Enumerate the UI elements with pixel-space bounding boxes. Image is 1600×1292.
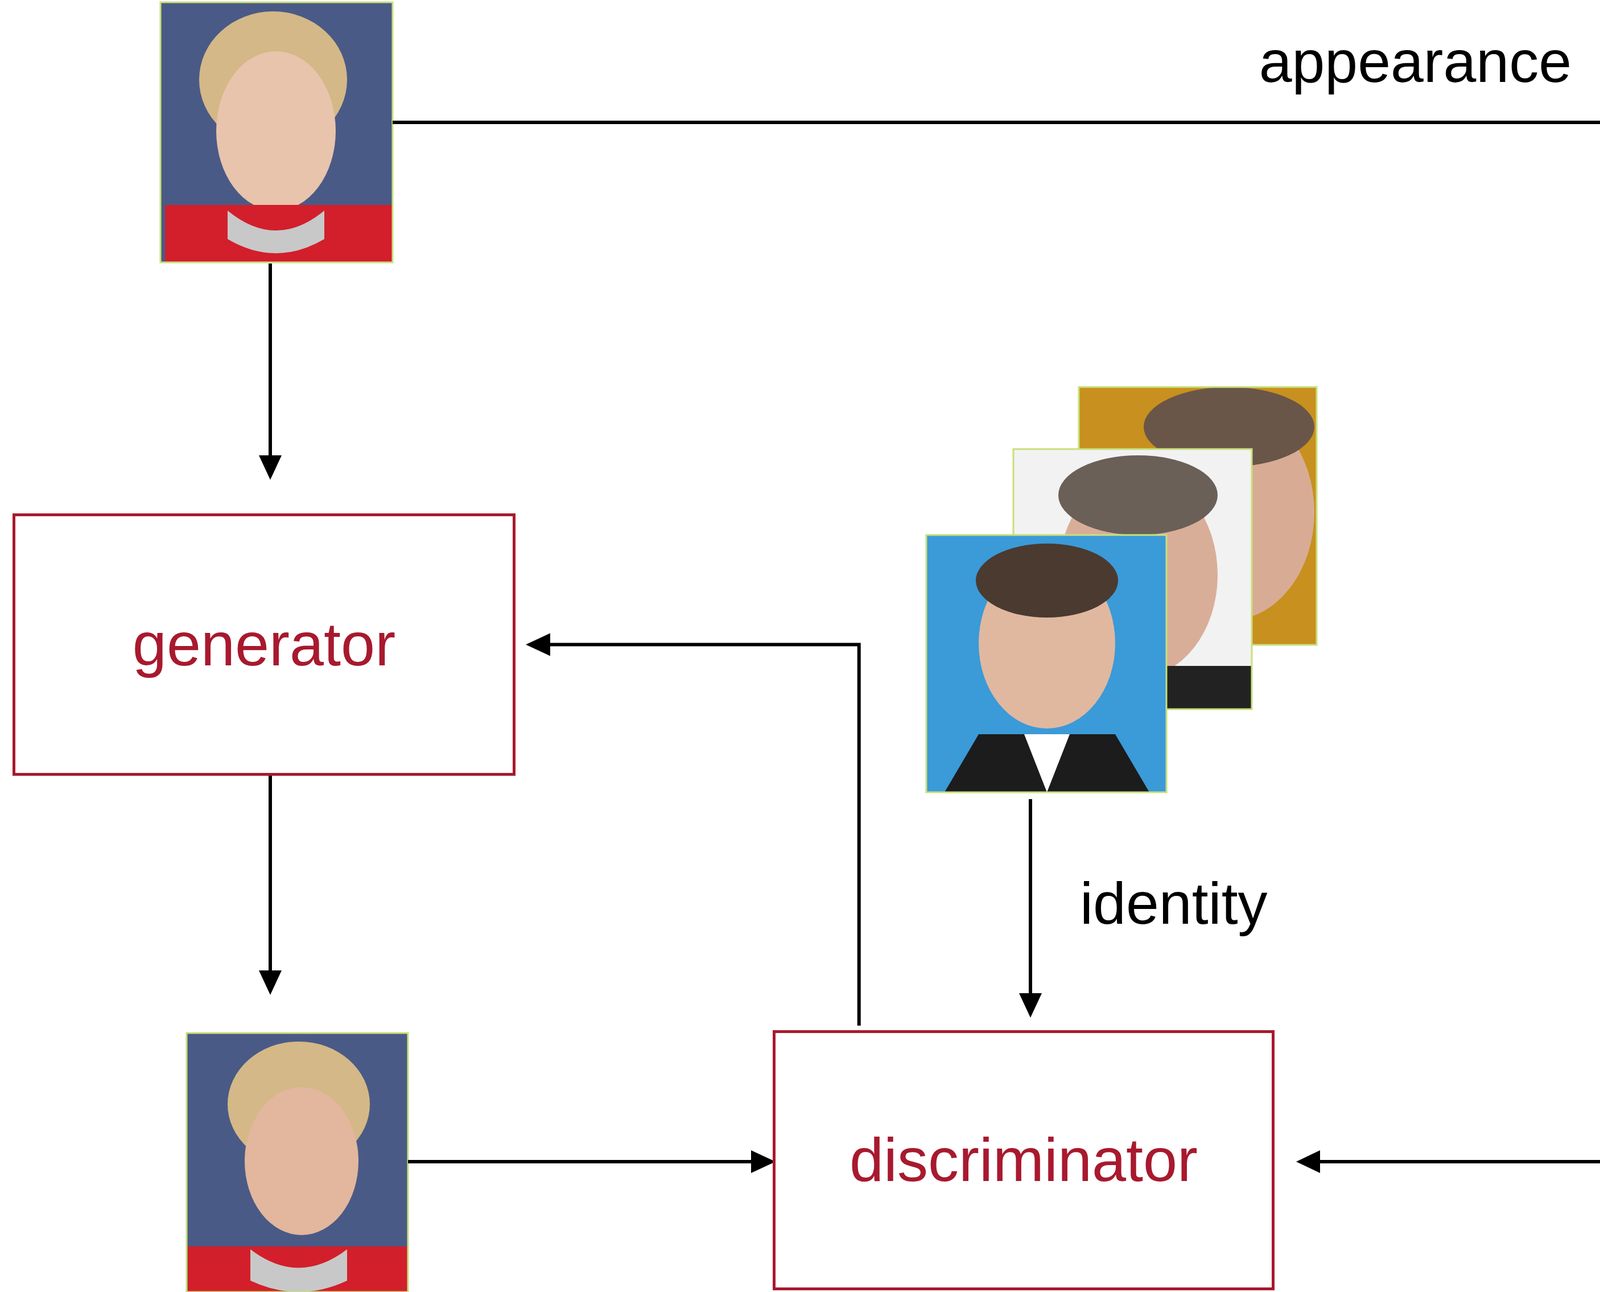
- feedback-arrow: [525, 633, 860, 1026]
- photo-frame: [926, 534, 1167, 793]
- flow-lines: [270, 122, 1600, 1162]
- process-box: discriminator: [772, 1029, 1275, 1290]
- identity-photo: [926, 534, 1167, 793]
- flow-label: appearance: [1255, 29, 1575, 94]
- process-box: generator: [12, 513, 516, 776]
- flow-label: identity: [1076, 870, 1272, 936]
- output-photo: [186, 1032, 408, 1292]
- photo-frame: [186, 1032, 408, 1292]
- arrowheads: [258, 455, 1321, 1173]
- box-label: generator: [132, 610, 396, 679]
- source-photo: [160, 2, 393, 263]
- box-label: discriminator: [849, 1126, 1198, 1194]
- photo-frame: [160, 2, 393, 263]
